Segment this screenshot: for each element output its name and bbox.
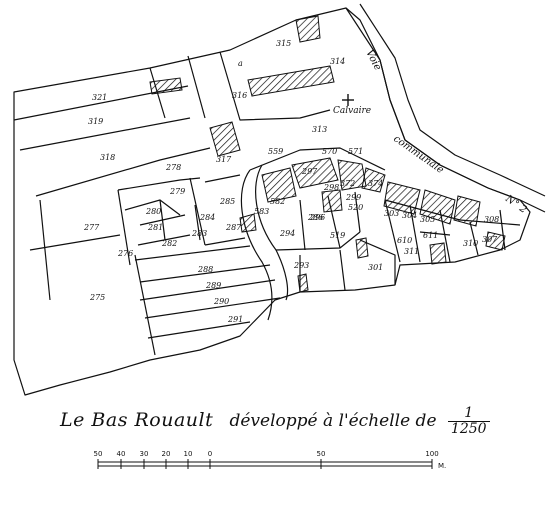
scale-bar-graphic bbox=[97, 459, 433, 469]
parcel-label: 308 bbox=[484, 215, 499, 224]
parcel-label: 313 bbox=[312, 125, 327, 134]
place-label-a: a bbox=[238, 59, 243, 68]
parcel-label: 316 bbox=[232, 91, 247, 100]
scale-tick-label: 30 bbox=[139, 450, 149, 458]
parcel-label: 311 bbox=[404, 247, 419, 256]
scale-tick-label: 0 bbox=[207, 450, 213, 458]
parcel-label: 519 bbox=[330, 231, 345, 240]
scale-denominator: 1250 bbox=[450, 421, 487, 437]
calvaire-cross-icon bbox=[342, 94, 354, 106]
parcel-label: 285 bbox=[219, 197, 235, 206]
scale-tick-label: 100 bbox=[425, 450, 439, 458]
road-label-voie: Voie bbox=[363, 48, 383, 72]
scale-unit: M. bbox=[438, 462, 447, 470]
parcel-label: 611 bbox=[423, 231, 438, 240]
parcel-label: 293 bbox=[293, 261, 309, 270]
scale-tick-label: 10 bbox=[183, 450, 193, 458]
parcel-label: 374 bbox=[368, 179, 383, 188]
road-label-communale: communale bbox=[391, 133, 445, 176]
parcel-label: 296 bbox=[309, 213, 325, 222]
parcel-label: 307 bbox=[482, 235, 498, 244]
scale-bar: 50 40 30 20 10 0 50 100 M. bbox=[93, 450, 456, 480]
parcel-label: 277 bbox=[83, 223, 100, 232]
scale-tick-label: 20 bbox=[161, 450, 171, 458]
parcel-label: 283 bbox=[191, 229, 207, 238]
parcel-label: 610 bbox=[397, 236, 412, 245]
parcel-label: 282 bbox=[161, 239, 177, 248]
parcel-label: 301 bbox=[368, 263, 383, 272]
parcel-label: 315 bbox=[276, 39, 291, 48]
parcel-label: 275 bbox=[89, 293, 105, 302]
scale-fraction: 1 1250 bbox=[447, 406, 490, 437]
parcel-label: 318 bbox=[100, 153, 115, 162]
parcel-label: 571 bbox=[348, 147, 363, 156]
scale-tick-label: 40 bbox=[116, 450, 126, 458]
map-title: Le Bas Rouault développé à l'échelle de … bbox=[60, 406, 490, 437]
parcel-label: 314 bbox=[330, 57, 345, 66]
parcel-label: 278 bbox=[165, 163, 181, 172]
parcel-label: 319 bbox=[88, 117, 103, 126]
parcel-label: 570 bbox=[322, 147, 337, 156]
parcel-label: 372 bbox=[340, 179, 355, 188]
parcel-label: 299 bbox=[345, 193, 361, 202]
parcel-label: 287 bbox=[225, 223, 242, 232]
parcel-label: 276 bbox=[117, 249, 133, 258]
title-text: développé à l'échelle de bbox=[229, 411, 437, 431]
place-label-calvaire: Calvaire bbox=[333, 106, 371, 116]
place-name: Le Bas Rouault bbox=[60, 409, 214, 431]
road-label-number: N° 2 bbox=[502, 193, 528, 216]
parcel-label: 305 bbox=[420, 215, 435, 224]
parcel-label: 288 bbox=[197, 265, 213, 274]
parcel-label: 582 bbox=[270, 197, 285, 206]
parcel-label: 583 bbox=[254, 207, 269, 216]
parcel-label: 321 bbox=[92, 93, 107, 102]
parcel-label: 294 bbox=[279, 229, 295, 238]
parcel-label: 298 bbox=[323, 183, 339, 192]
parcel-label: 559 bbox=[268, 147, 283, 156]
parcel-label: 284 bbox=[199, 213, 215, 222]
parcel-label: 310 bbox=[463, 239, 478, 248]
parcel-label: 304 bbox=[402, 211, 417, 220]
parcel-label: 291 bbox=[227, 315, 243, 324]
parcel-label: 317 bbox=[216, 155, 232, 164]
parcel-label: 303 bbox=[384, 209, 399, 218]
parcel-label: 289 bbox=[205, 281, 221, 290]
parcel-label: 290 bbox=[213, 297, 229, 306]
scale-tick-label: 50 bbox=[316, 450, 326, 458]
parcel-label: 286 bbox=[307, 213, 323, 222]
parcel-label: 520 bbox=[348, 203, 363, 212]
parcel-label: 281 bbox=[147, 223, 163, 232]
parcel-label: 279 bbox=[169, 187, 185, 196]
scale-numerator: 1 bbox=[447, 406, 490, 422]
parcel-label: 297 bbox=[301, 167, 318, 176]
scale-tick-label: 50 bbox=[93, 450, 103, 458]
parcel-label: 280 bbox=[145, 207, 161, 216]
